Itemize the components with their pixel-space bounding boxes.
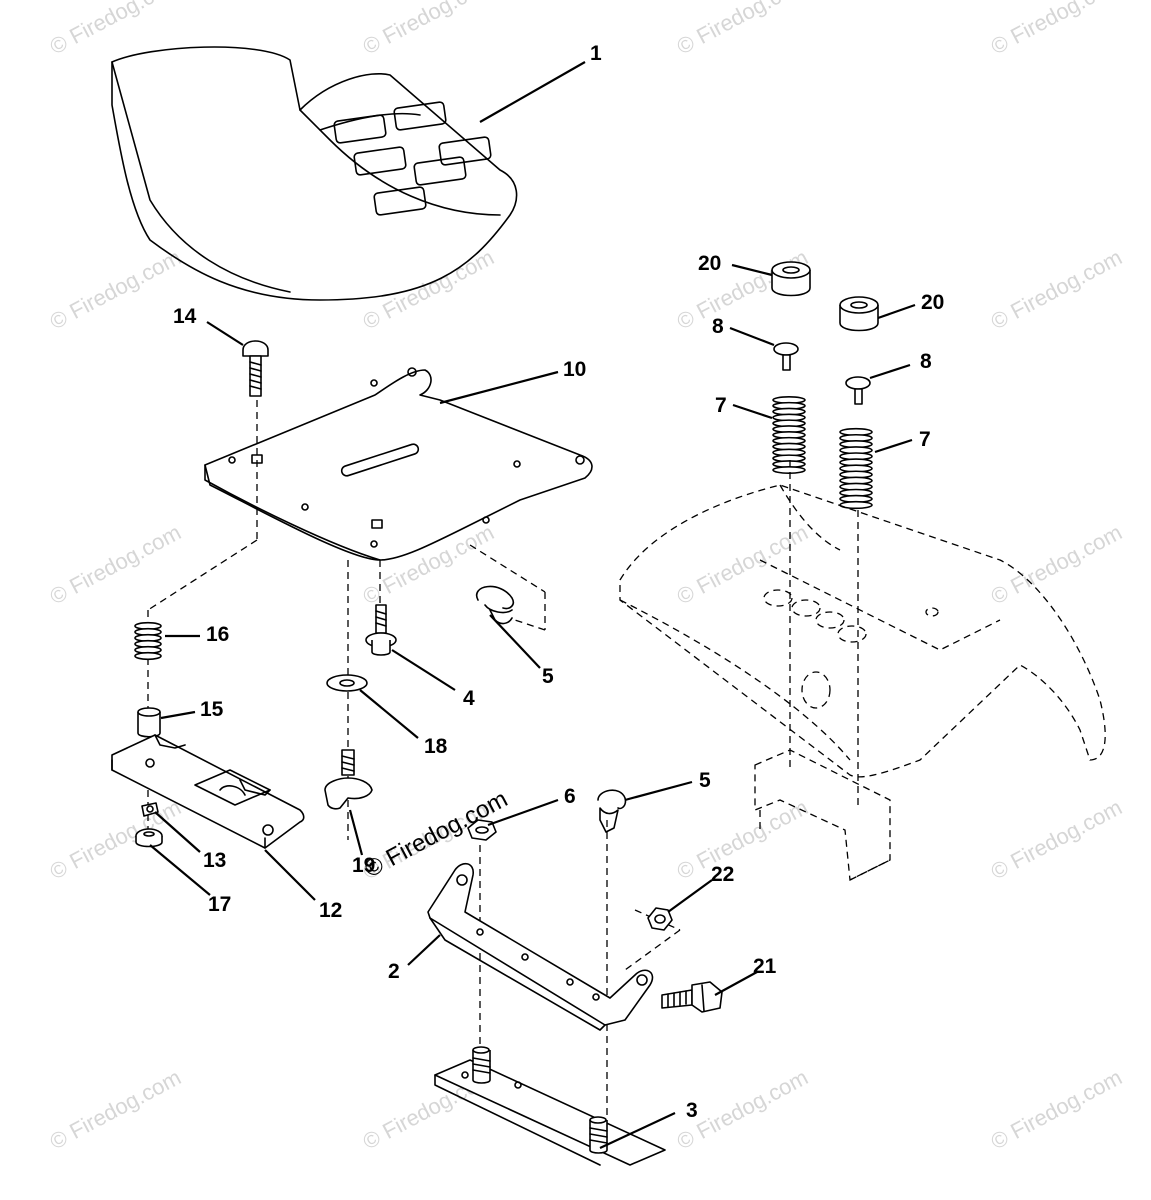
callout-21: 21: [753, 955, 777, 978]
callout-20-right: 20: [921, 291, 944, 314]
leader-15: [160, 710, 196, 720]
spacer-left: [771, 261, 811, 297]
screw-left: [773, 342, 799, 371]
leader-10: [439, 370, 559, 405]
leader-8a: [729, 326, 775, 347]
callout-12: 12: [319, 899, 342, 922]
leader-5a: [489, 614, 541, 669]
leader-14: [206, 321, 244, 346]
leader-7b: [874, 438, 913, 454]
bushing: [137, 707, 161, 738]
callout-3: 3: [686, 1099, 698, 1122]
fender-outline: [619, 484, 1106, 882]
cable-clip-lower: [597, 789, 627, 833]
screw-right: [845, 376, 871, 405]
adjuster-plate: [111, 734, 305, 849]
callout-19: 19: [352, 854, 375, 877]
leader-2: [407, 934, 441, 966]
wing-knob: [324, 749, 373, 810]
watermark-tile: © Firedog.com: [359, 0, 498, 59]
leader-7a: [732, 403, 773, 420]
small-spring: [134, 621, 162, 661]
callout-8-left: 8: [712, 315, 724, 338]
flat-washer: [326, 674, 368, 692]
callout-2: 2: [388, 960, 400, 983]
leader-17: [149, 844, 211, 896]
carriage-bolt: [242, 340, 269, 397]
leader-8b: [869, 363, 911, 380]
watermark-tile: © Firedog.com: [987, 794, 1126, 884]
callout-22: 22: [711, 863, 734, 886]
callout-6: 6: [564, 785, 576, 808]
seat-bracket: [427, 862, 654, 1031]
callout-15: 15: [200, 698, 224, 721]
spacer-right: [839, 296, 879, 332]
callout-labels: 1 2 3 4 5 5 6 7 7 8 8 10 12 13 14 15 16 …: [173, 42, 944, 1122]
callout-18: 18: [424, 735, 448, 758]
seat: [111, 46, 518, 301]
spring-left: [772, 395, 806, 475]
callout-5-lower: 5: [699, 769, 711, 792]
callout-13: 13: [203, 849, 226, 872]
callout-7-right: 7: [919, 428, 931, 451]
spring-coil: [134, 651, 162, 661]
watermark-tile: © Firedog.com: [987, 1064, 1126, 1154]
callout-4: 4: [463, 687, 475, 710]
callout-14: 14: [173, 305, 197, 328]
leader-19: [348, 809, 364, 856]
shoulder-bolt: [365, 604, 397, 656]
leader-4: [391, 649, 456, 691]
spring-coil: [772, 465, 806, 475]
leader-22: [667, 879, 713, 913]
watermark-tile: © Firedog.com: [673, 519, 812, 609]
leader-12: [264, 849, 316, 901]
watermark-tile: © Firedog.com: [46, 1064, 185, 1154]
hex-nut-22: [647, 907, 673, 931]
leader-20a: [731, 263, 773, 277]
base-plate: [434, 1046, 666, 1166]
watermark-tile: © Firedog.com: [46, 519, 185, 609]
spring-right: [839, 427, 873, 510]
watermark-tile: © Firedog.com: [987, 0, 1126, 59]
watermark-tile: © Firedog.com: [987, 244, 1126, 334]
callout-10: 10: [563, 358, 586, 381]
seat-pan: [204, 367, 593, 561]
flange-nut-17: [135, 828, 163, 848]
leader-6: [487, 798, 559, 827]
leader-20b: [877, 303, 916, 320]
callout-20-left: 20: [698, 252, 721, 275]
hex-nut-13: [141, 802, 159, 817]
callout-5-upper: 5: [542, 665, 554, 688]
callout-8-right: 8: [920, 350, 932, 373]
watermark-grid: © Firedog.com © Firedog.com © Firedog.com ©…: [46, 0, 1126, 1154]
cable-clip-upper: [475, 585, 515, 625]
watermark-tile: © Firedog.com: [46, 794, 185, 884]
hex-bolt: [661, 981, 723, 1013]
watermark-tile: © Firedog.com: [673, 0, 812, 59]
watermark-tile: © Firedog.com: [46, 244, 185, 334]
callout-17: 17: [208, 893, 231, 916]
callout-7-left: 7: [715, 394, 727, 417]
watermark-tile: © Firedog.com: [987, 519, 1126, 609]
callout-1: 1: [590, 42, 602, 65]
callout-16: 16: [206, 623, 229, 646]
leader-21: [714, 971, 758, 996]
leader-3: [599, 1112, 676, 1149]
leader-1: [479, 61, 586, 123]
leader-13: [154, 811, 201, 853]
watermark-tile: © Firedog.com: [359, 244, 498, 334]
leader-5b: [624, 780, 693, 802]
leader-lines: [149, 61, 916, 1149]
watermark-tile: © Firedog.com: [673, 794, 812, 884]
leader-18: [359, 689, 419, 739]
